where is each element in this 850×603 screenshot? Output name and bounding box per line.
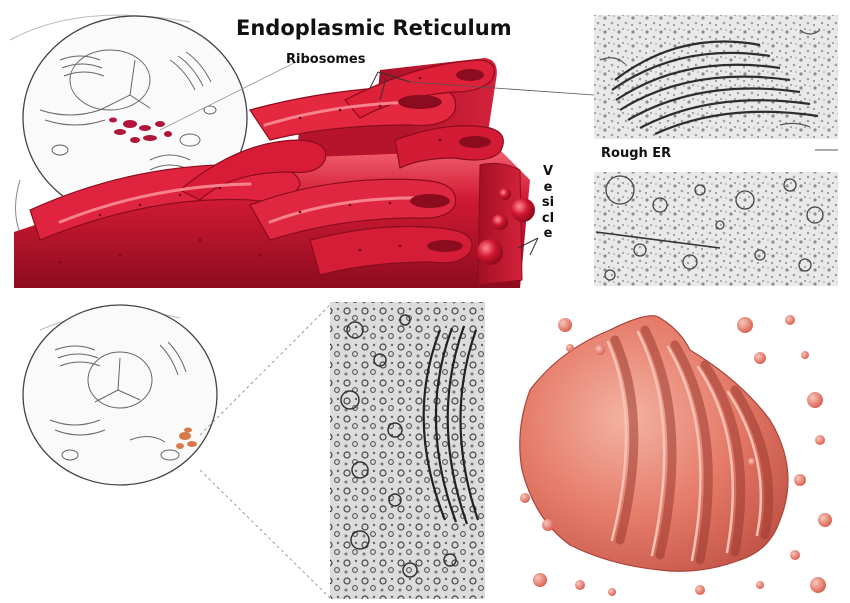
micrograph-golgi (330, 302, 485, 599)
micrograph-smooth-er (594, 172, 838, 286)
golgi-3d-model (520, 315, 832, 596)
page-title: Endoplasmic Reticulum (236, 16, 512, 40)
cell-sketch-bottom (23, 305, 330, 598)
label-rough-er: Rough ER (601, 146, 671, 161)
label-ribosomes: Ribosomes (286, 52, 365, 67)
label-vesicle: Vesicle (540, 164, 556, 242)
micrograph-rough-er (594, 15, 838, 150)
